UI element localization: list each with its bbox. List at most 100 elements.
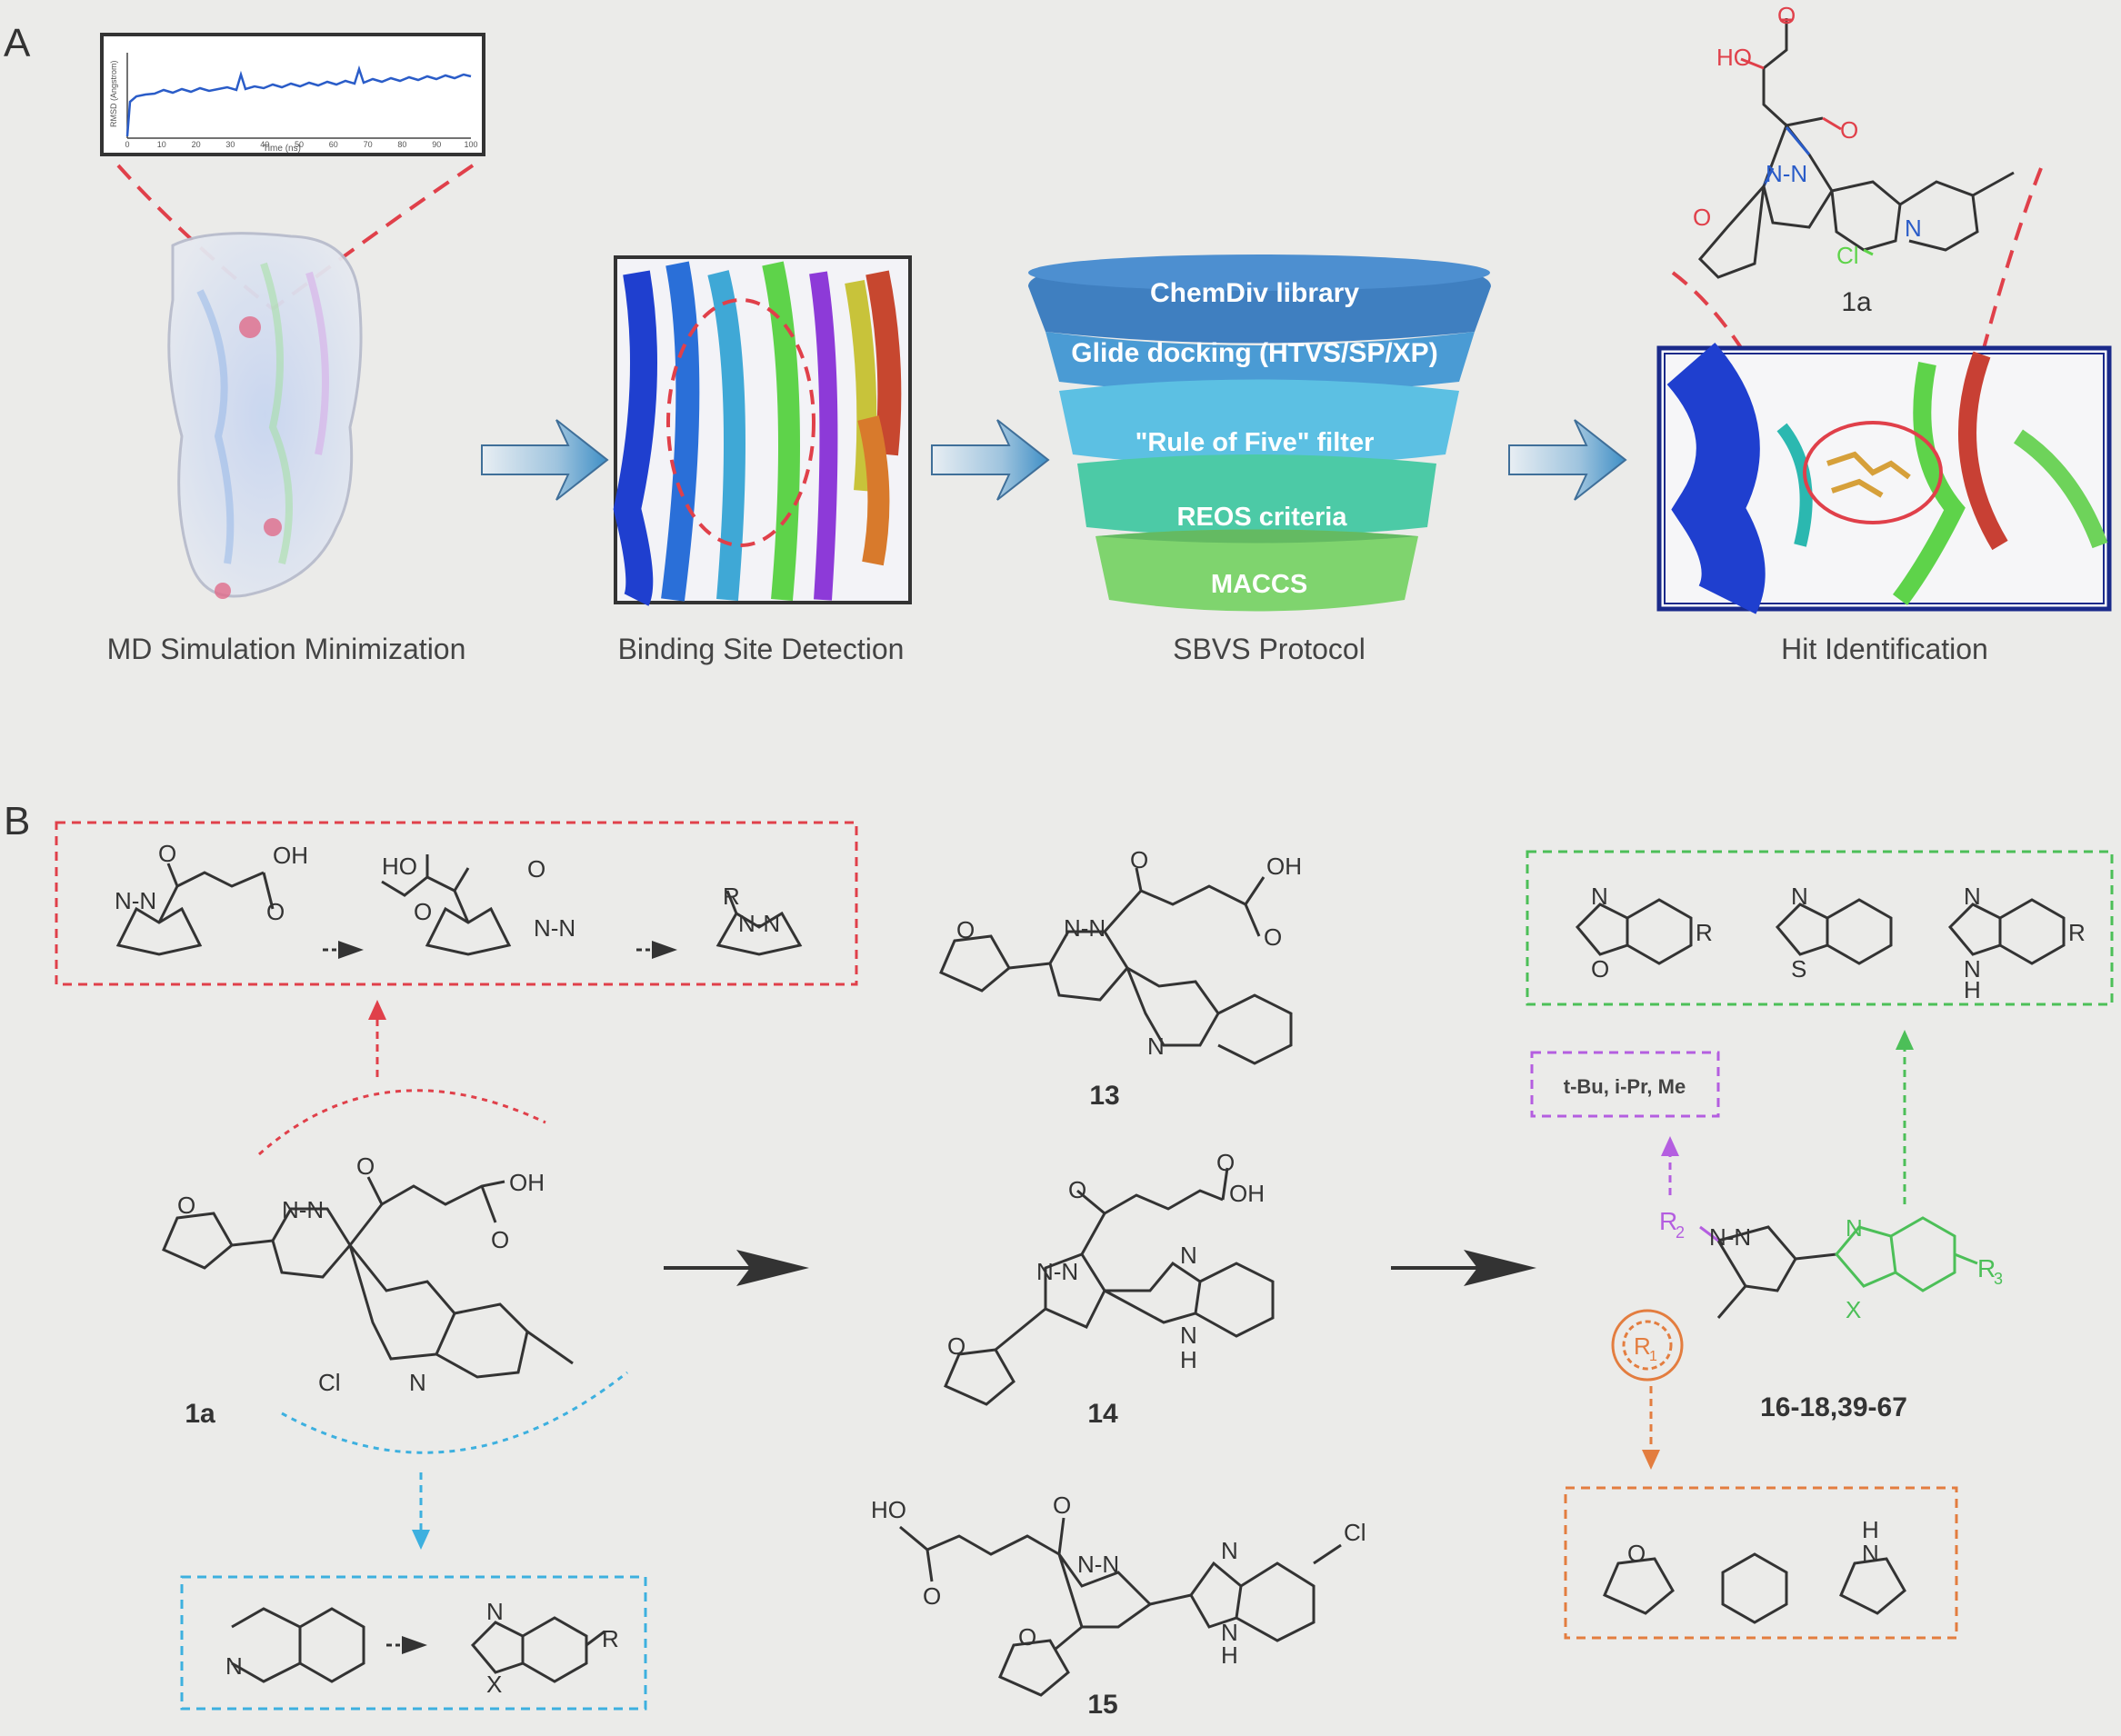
struct-13-o-keto: O bbox=[1130, 846, 1148, 873]
rmsd-x-label: Time (ns) bbox=[263, 144, 301, 154]
struct-15-cl: Cl bbox=[1344, 1519, 1366, 1546]
struct-15-nn: N-N bbox=[1077, 1551, 1119, 1578]
purple-substituent-box: t-Bu, i-Pr, Me bbox=[1530, 1051, 1720, 1118]
series-atom-n: N bbox=[1846, 1214, 1863, 1242]
rmsd-y-label: RMSD (Angstrom) bbox=[109, 60, 118, 127]
blue-box-n-1: N bbox=[225, 1652, 243, 1680]
hit-atom-o-keto: O bbox=[1840, 116, 1858, 144]
struct-15-nh-h: H bbox=[1221, 1641, 1238, 1669]
struct-15-ho: HO bbox=[871, 1496, 906, 1523]
orange-modification-box: O H N bbox=[1564, 1486, 1958, 1640]
green-box-nh-h: H bbox=[1964, 976, 1981, 1003]
funnel-label-2: Glide docking (HTVS/SP/XP) bbox=[1071, 338, 1437, 368]
rmsd-tick-30: 30 bbox=[225, 140, 235, 149]
blue-modification-box: N N X R bbox=[180, 1575, 647, 1711]
hit-docking-image bbox=[1656, 342, 2112, 614]
step-label-binding: Binding Site Detection bbox=[618, 633, 905, 665]
struct-1a-oh: OH bbox=[509, 1169, 545, 1196]
step-label-hit: Hit Identification bbox=[1781, 633, 1988, 665]
svg-text:R: R bbox=[1659, 1207, 1677, 1235]
funnel-level-4 bbox=[1077, 454, 1436, 536]
green-box-s: S bbox=[1791, 955, 1806, 983]
rmsd-trace bbox=[125, 65, 472, 137]
funnel-label-3: "Rule of Five" filter bbox=[1136, 428, 1375, 457]
compound-label-13: 13 bbox=[1089, 1081, 1119, 1111]
blue-box-x: X bbox=[486, 1671, 502, 1698]
struct-14-nn: N-N bbox=[1036, 1258, 1078, 1285]
structure-13 bbox=[939, 867, 1293, 1065]
hit-atom-o-top: O bbox=[1777, 2, 1796, 29]
red-box-atom-ho: HO bbox=[382, 853, 417, 880]
substituents-label: t-Bu, i-Pr, Me bbox=[1564, 1075, 1686, 1098]
funnel-label-1: ChemDiv library bbox=[1150, 278, 1359, 308]
struct-15-o-acid: O bbox=[923, 1582, 941, 1610]
red-box-atom-r: R bbox=[723, 883, 740, 910]
flow-arrow-3 bbox=[1508, 419, 1627, 501]
hit-atom-cl: Cl bbox=[1836, 242, 1859, 269]
rmsd-tick-70: 70 bbox=[364, 140, 373, 149]
struct-15-o-furan: O bbox=[1018, 1623, 1036, 1651]
compound-label-15: 15 bbox=[1087, 1690, 1117, 1720]
r1-label: R 1 bbox=[1634, 1332, 1657, 1364]
red-box-atom-nn-3: N-N bbox=[738, 910, 780, 937]
compound-label-series: 16-18,39-67 bbox=[1760, 1392, 1907, 1422]
rmsd-tick-80: 80 bbox=[397, 140, 406, 149]
svg-text:2: 2 bbox=[1676, 1223, 1685, 1242]
svg-text:3: 3 bbox=[1994, 1270, 2003, 1288]
red-box-atom-o-3: O bbox=[414, 898, 432, 925]
struct-15-o-keto: O bbox=[1053, 1492, 1071, 1519]
hit-compound-label: 1a bbox=[1841, 287, 1872, 317]
hit-pocket-circle bbox=[1803, 421, 1943, 524]
binding-site-image bbox=[613, 255, 912, 606]
flow-arrow-2 bbox=[931, 419, 1050, 501]
struct-1a-o-keto: O bbox=[356, 1152, 375, 1180]
rmsd-tick-90: 90 bbox=[432, 140, 441, 149]
sbvs-funnel: ChemDiv library Glide docking (HTVS/SP/X… bbox=[1028, 254, 1491, 612]
blue-box-r: R bbox=[602, 1625, 619, 1652]
blue-scope-arc bbox=[281, 1371, 628, 1454]
struct-1a-o-acid: O bbox=[491, 1226, 509, 1253]
green-box-nh-n: N bbox=[1964, 955, 1981, 983]
funnel-level-3 bbox=[1059, 379, 1459, 466]
orange-box-nh-n: N bbox=[1862, 1540, 1879, 1567]
reaction-arrow-1 bbox=[664, 1250, 809, 1286]
orange-box-o: O bbox=[1627, 1540, 1646, 1567]
panel-letter-b: B bbox=[4, 799, 30, 843]
struct-13-n: N bbox=[1147, 1033, 1165, 1060]
step-label-sbvs: SBVS Protocol bbox=[1173, 633, 1366, 665]
struct-1a-o-furan: O bbox=[177, 1192, 195, 1219]
struct-15-nh-n: N bbox=[1221, 1619, 1238, 1646]
struct-1a-n: N bbox=[409, 1369, 426, 1396]
struct-14-oh: OH bbox=[1229, 1180, 1265, 1207]
hit-atom-ho: HO bbox=[1716, 44, 1752, 71]
hit-atom-o-furan: O bbox=[1693, 204, 1711, 231]
rmsd-tick-60: 60 bbox=[329, 140, 338, 149]
funnel-level-5 bbox=[1096, 529, 1418, 612]
series-atom-nn: N-N bbox=[1709, 1223, 1751, 1251]
red-scope-arc bbox=[258, 1089, 546, 1156]
orange-box-nh-h: H bbox=[1862, 1516, 1879, 1543]
red-box-atom-oh-1: OH bbox=[273, 842, 308, 869]
green-box-n-1: N bbox=[1591, 883, 1608, 910]
struct-13-oh: OH bbox=[1266, 853, 1302, 880]
struct-14-o-acid: O bbox=[1216, 1149, 1235, 1176]
struct-14-nh-h: H bbox=[1180, 1346, 1197, 1373]
struct-13-o-furan: O bbox=[956, 916, 975, 943]
red-modification-box: O OH O N-N HO O O N-N R N-N bbox=[55, 821, 858, 986]
reaction-arrow-2 bbox=[1391, 1250, 1536, 1286]
rmsd-tick-50: 50 bbox=[295, 140, 304, 149]
green-box-r-2: R bbox=[2068, 919, 2086, 946]
green-box-n-3: N bbox=[1964, 883, 1981, 910]
structure-15 bbox=[899, 1517, 1342, 1697]
green-box-r-1: R bbox=[1696, 919, 1713, 946]
struct-15-n: N bbox=[1221, 1537, 1238, 1564]
funnel-level-2 bbox=[1045, 332, 1475, 394]
compound-label-14: 14 bbox=[1087, 1399, 1118, 1429]
hit-atom-n-quin: N bbox=[1905, 215, 1922, 242]
panel-letter-a: A bbox=[4, 21, 31, 65]
struct-1a-cl: Cl bbox=[318, 1369, 341, 1396]
